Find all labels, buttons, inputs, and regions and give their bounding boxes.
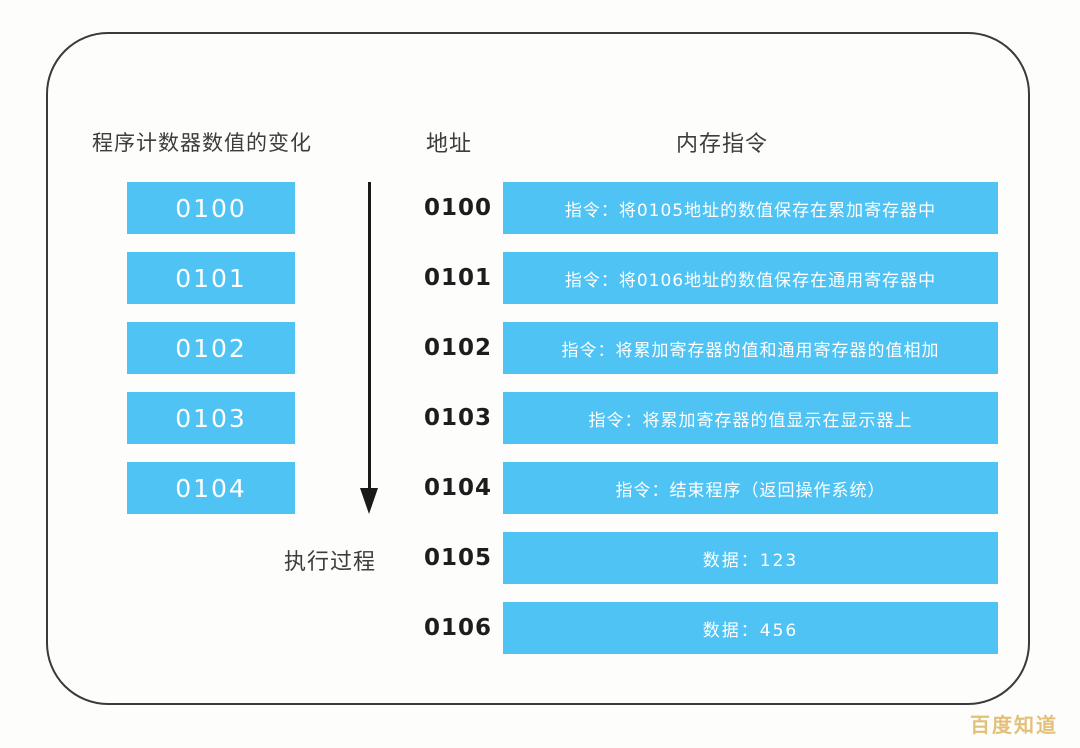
memory-row: 0104 指令：结束程序（返回操作系统） xyxy=(424,462,998,514)
memory-instruction-heading: 内存指令 xyxy=(676,132,769,157)
program-counter-heading: 程序计数器数值的变化 xyxy=(92,131,312,155)
program-counter-box: 0100 xyxy=(127,182,295,234)
address-heading: 地址 xyxy=(426,132,473,157)
execution-arrow xyxy=(355,182,385,517)
memory-row: 0103 指令：将累加寄存器的值显示在显示器上 xyxy=(424,392,998,444)
memory-instruction-bar: 指令：将0106地址的数值保存在通用寄存器中 xyxy=(503,252,998,304)
diagram-card xyxy=(46,32,1030,705)
memory-instruction-bar: 指令：将0105地址的数值保存在累加寄存器中 xyxy=(503,182,998,234)
memory-instruction-bar: 指令：结束程序（返回操作系统） xyxy=(503,462,998,514)
memory-address-label: 0100 xyxy=(424,195,493,221)
memory-row: 0102 指令：将累加寄存器的值和通用寄存器的值相加 xyxy=(424,322,998,374)
memory-address-label: 0105 xyxy=(424,545,493,571)
execution-process-label: 执行过程 xyxy=(284,550,377,575)
memory-instruction-bar: 指令：将累加寄存器的值和通用寄存器的值相加 xyxy=(503,322,998,374)
program-counter-column: 0100 0101 0102 0103 0104 xyxy=(127,182,295,532)
memory-data-bar: 数据：123 xyxy=(503,532,998,584)
memory-row: 0106 数据：456 xyxy=(424,602,998,654)
memory-address-label: 0106 xyxy=(424,615,493,641)
program-counter-box: 0104 xyxy=(127,462,295,514)
arrow-head-icon xyxy=(360,488,378,514)
memory-instruction-bar: 指令：将累加寄存器的值显示在显示器上 xyxy=(503,392,998,444)
watermark-label: 百度知道 xyxy=(970,713,1058,737)
memory-data-bar: 数据：456 xyxy=(503,602,998,654)
memory-row: 0105 数据：123 xyxy=(424,532,998,584)
memory-address-label: 0101 xyxy=(424,265,493,291)
program-counter-box: 0101 xyxy=(127,252,295,304)
arrow-shaft-icon xyxy=(368,182,371,492)
memory-address-label: 0103 xyxy=(424,405,493,431)
program-counter-box: 0103 xyxy=(127,392,295,444)
program-counter-box: 0102 xyxy=(127,322,295,374)
memory-table: 0100 指令：将0105地址的数值保存在累加寄存器中 0101 指令：将0106地址… xyxy=(424,182,998,672)
memory-row: 0100 指令：将0105地址的数值保存在累加寄存器中 xyxy=(424,182,998,234)
memory-row: 0101 指令：将0106地址的数值保存在通用寄存器中 xyxy=(424,252,998,304)
memory-address-label: 0102 xyxy=(424,335,493,361)
memory-address-label: 0104 xyxy=(424,475,493,501)
